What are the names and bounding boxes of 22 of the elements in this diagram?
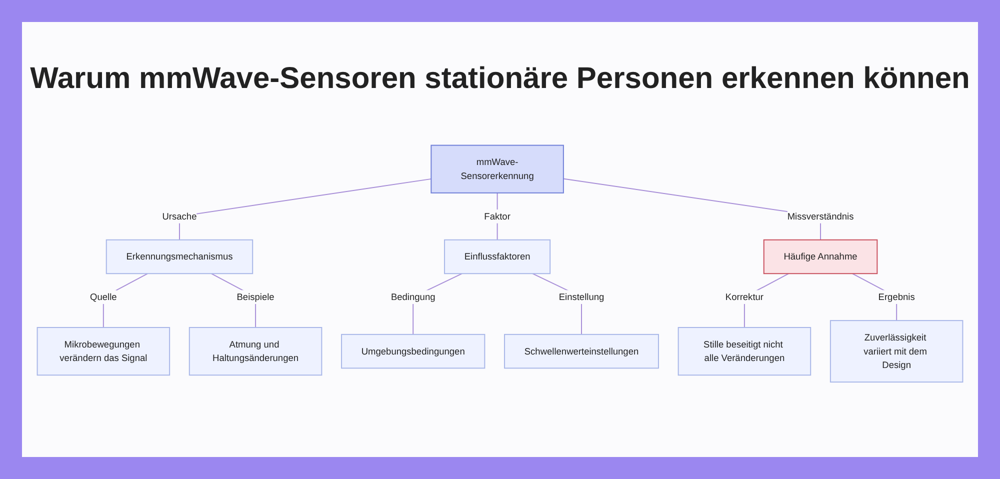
node-box [106, 239, 254, 274]
title: Warum mmWave-Sensoren stationäre Personen erkennen können [29, 62, 971, 96]
node-box [341, 334, 486, 369]
edge-label: Einstellung [558, 291, 604, 302]
node-box [430, 144, 564, 194]
edge-label: Korrektur [725, 291, 764, 302]
edge-label: Ergebnis [878, 291, 915, 302]
node-box [678, 327, 812, 376]
edge-label: Beispiele [236, 291, 274, 302]
node-box [830, 320, 964, 383]
card-background: Warum mmWave-Sensoren stationäre Personen erkennen können Ursache Faktor Missverständnis Quelle Beispiele Bedingung Einstellung Korrektur Ergebnis mmWave-Sensorerkennung Erkennungsmechanismus Einflussfaktoren Häufige Annahme Mikrobewegungen verändern das Signal Atmung und Haltungsänderungen Umgebungsbedingungen Schwellenwerteinstellungen Stille beseitigt nicht alle Veränderungen Zuverlässigkeit variiert mit dem Design [22, 22, 978, 457]
edge-label: Quelle [90, 291, 117, 302]
node-box [36, 327, 170, 376]
edge-label: Missverständnis [787, 210, 854, 222]
edge-label: Bedingung [390, 291, 436, 302]
node-box [504, 334, 659, 369]
edge-label: Faktor [484, 210, 510, 222]
node-box [188, 327, 322, 376]
edge-label: Ursache [162, 210, 197, 222]
node-box [444, 239, 551, 274]
connector [179, 178, 432, 240]
node-box [763, 239, 878, 274]
